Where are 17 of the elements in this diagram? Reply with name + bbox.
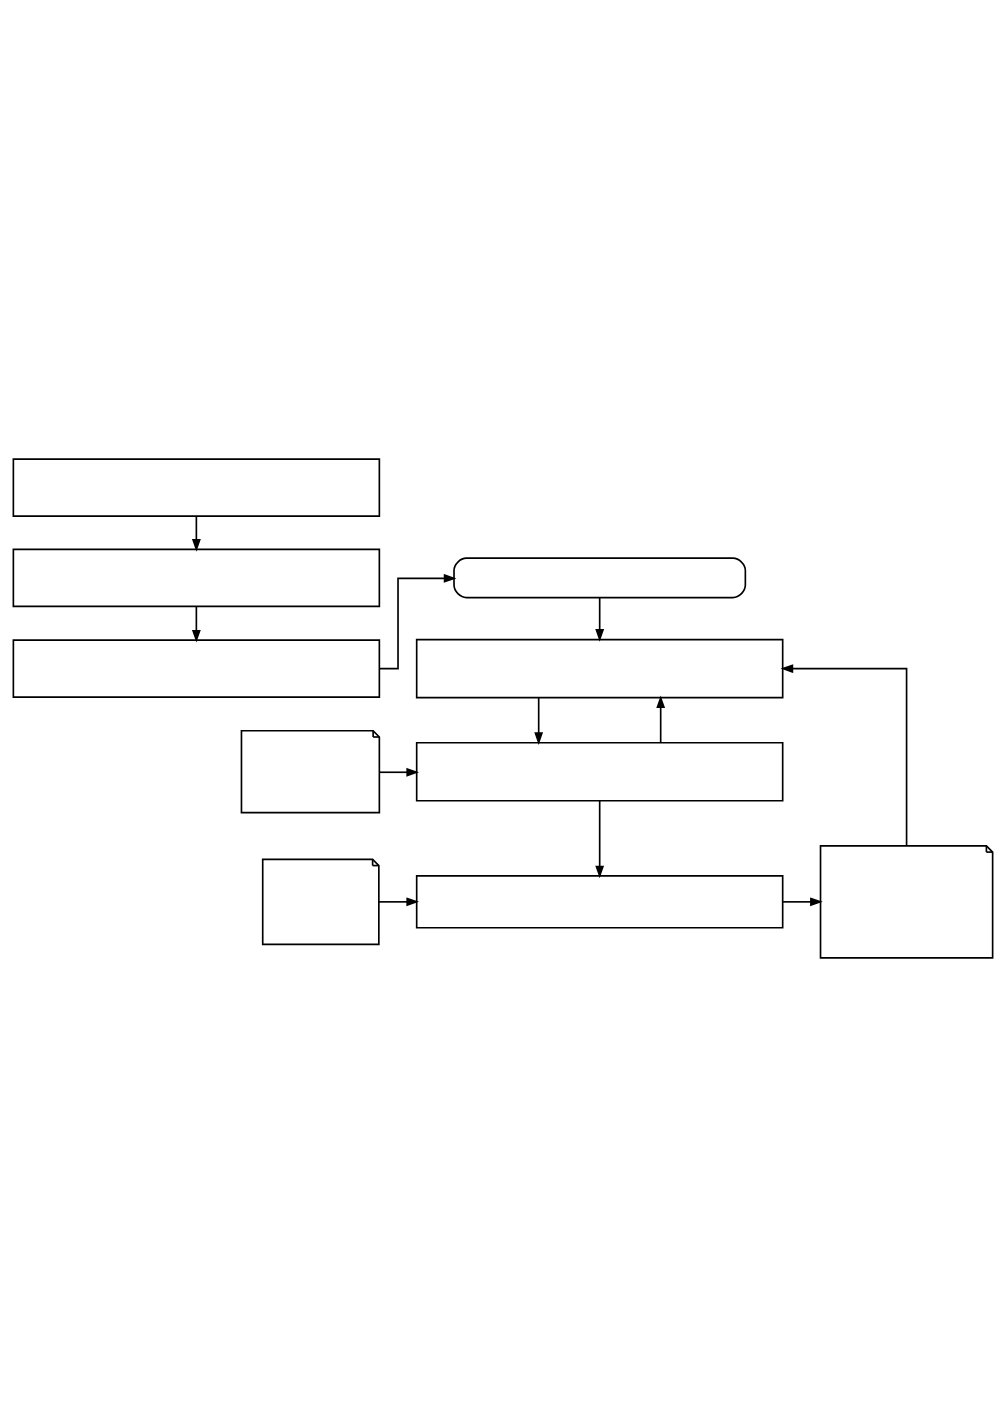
arrow [191, 514, 201, 552]
node-box [415, 638, 783, 698]
node-oval [452, 556, 746, 598]
arrow [655, 694, 665, 743]
arrow [594, 596, 604, 642]
node-box [415, 874, 783, 929]
arrow [780, 663, 907, 847]
arrow [377, 896, 419, 906]
node-box [12, 548, 380, 607]
arrow [191, 605, 201, 643]
arrow [533, 696, 543, 745]
arrow [378, 767, 419, 777]
arrow [594, 799, 604, 878]
arrow [781, 896, 823, 906]
node-box [12, 457, 380, 517]
node-box [12, 638, 380, 698]
node-box [415, 741, 783, 802]
